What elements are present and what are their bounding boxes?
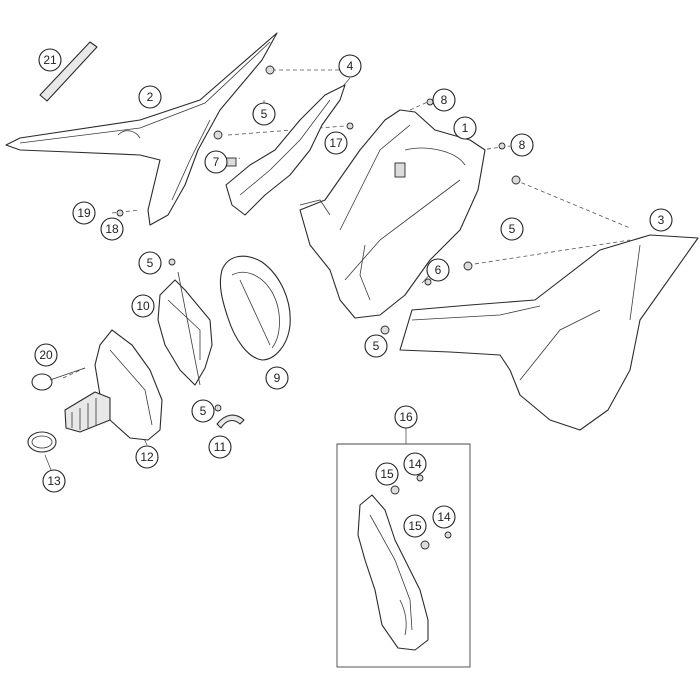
svg-text:21: 21 — [43, 53, 57, 67]
svg-text:16: 16 — [399, 410, 413, 424]
callout-15-b: 15 — [403, 514, 427, 538]
callout-18: 18 — [100, 217, 124, 241]
svg-text:17: 17 — [329, 136, 343, 150]
svg-text:5: 5 — [147, 256, 154, 270]
part-13-hose-clamp — [27, 431, 57, 453]
part-1-airbox — [299, 109, 486, 319]
svg-text:1: 1 — [462, 121, 469, 135]
svg-text:5: 5 — [200, 404, 207, 418]
svg-text:12: 12 — [140, 450, 154, 464]
callout-16: 16 — [394, 405, 418, 429]
svg-text:15: 15 — [408, 519, 422, 533]
part-10-filter-cage — [157, 271, 213, 386]
part-11-clip — [216, 414, 245, 429]
svg-text:8: 8 — [519, 138, 526, 152]
svg-text:5: 5 — [261, 107, 268, 121]
part-9-air-filter — [219, 255, 291, 361]
kit-16-box — [336, 443, 471, 668]
callout-5-e: 5 — [191, 399, 215, 423]
svg-text:9: 9 — [274, 371, 281, 385]
svg-text:8: 8 — [441, 93, 448, 107]
callout-13: 13 — [42, 469, 66, 493]
svg-text:3: 3 — [658, 213, 665, 227]
callout-8-a: 8 — [432, 88, 456, 112]
part-20-plug — [31, 367, 86, 391]
svg-text:5: 5 — [509, 222, 516, 236]
callout-2: 2 — [138, 85, 162, 109]
callout-4: 4 — [338, 54, 362, 78]
svg-text:7: 7 — [213, 155, 220, 169]
callout-10: 10 — [131, 294, 155, 318]
callout-19: 19 — [72, 201, 96, 225]
svg-text:10: 10 — [136, 299, 150, 313]
part-21-decal — [39, 41, 98, 102]
fasteners — [116, 65, 521, 412]
callout-20: 20 — [34, 343, 58, 367]
svg-text:18: 18 — [105, 222, 119, 236]
svg-text:6: 6 — [435, 263, 442, 277]
callout-6: 6 — [426, 258, 450, 282]
svg-text:11: 11 — [214, 440, 227, 454]
callout-7: 7 — [204, 150, 228, 174]
part-12-intake-boot — [64, 329, 163, 441]
part-4-bracket — [225, 84, 346, 216]
callout-14-b: 14 — [432, 505, 456, 529]
svg-text:13: 13 — [47, 474, 61, 488]
callout-21: 21 — [38, 48, 62, 72]
callout-8-b: 8 — [510, 133, 534, 157]
callout-5-a: 5 — [252, 102, 276, 126]
callout-17: 17 — [324, 131, 348, 155]
callout-12: 12 — [135, 445, 159, 469]
callout-14-a: 14 — [403, 452, 427, 476]
callout-3: 3 — [649, 208, 673, 232]
svg-text:20: 20 — [39, 348, 53, 362]
svg-text:14: 14 — [437, 510, 451, 524]
callouts: 1 2 3 4 5 5 5 5 5 6 7 8 8 9 10 11 12 13 … — [34, 48, 673, 538]
svg-text:15: 15 — [380, 467, 394, 481]
callout-1: 1 — [453, 116, 477, 140]
callout-5-b: 5 — [500, 217, 524, 241]
svg-text:19: 19 — [77, 206, 91, 220]
callout-9: 9 — [265, 366, 289, 390]
callout-11: 11 — [208, 435, 232, 459]
svg-text:5: 5 — [373, 339, 380, 353]
callout-15-a: 15 — [375, 462, 399, 486]
callout-5-d: 5 — [364, 334, 388, 358]
svg-text:2: 2 — [147, 90, 154, 104]
callout-5-c: 5 — [138, 251, 162, 275]
part-3-side-panel — [399, 234, 699, 431]
svg-text:4: 4 — [347, 59, 354, 73]
part-2-shroud-left — [5, 32, 278, 226]
svg-text:14: 14 — [408, 457, 422, 471]
